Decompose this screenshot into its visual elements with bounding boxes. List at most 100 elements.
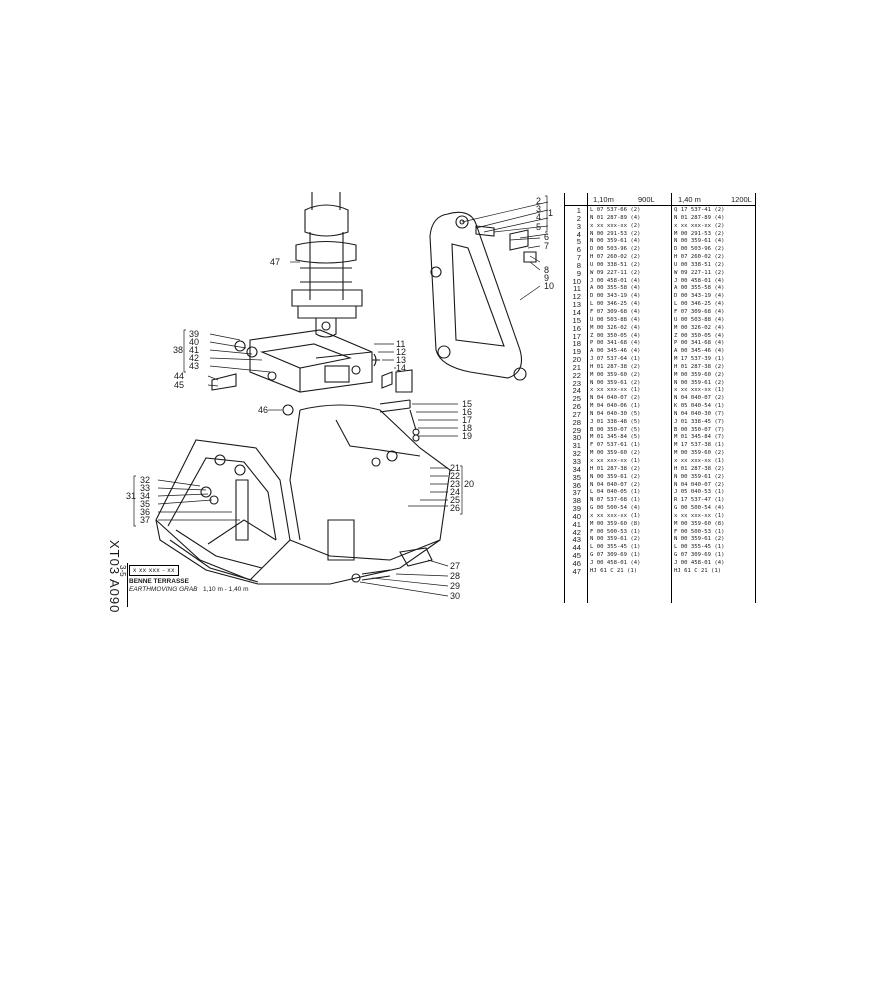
- title-block: 3-5 x xx xxx - xx BENNE TERRASSE EARTHMO…: [115, 563, 265, 607]
- part-ref-1m10: D 00 503-96 (2): [590, 246, 641, 253]
- callout-21: 21: [450, 463, 460, 473]
- callout-39: 39: [189, 329, 199, 339]
- cross-head-drawing: [211, 329, 413, 393]
- part-ref-1m10: G 00 500-54 (4): [590, 505, 641, 512]
- item-number: 33: [572, 457, 581, 466]
- part-ref-1m40: J 05 040-53 (1): [674, 489, 725, 496]
- part-ref-1m10: B 00 350-07 (5): [590, 426, 641, 433]
- part-ref-1m40: x xx xxx-xx (1): [674, 387, 725, 394]
- callout-25: 25: [450, 495, 460, 505]
- bracket-31: [133, 475, 136, 527]
- part-ref-1m10: N 00 359-61 (2): [590, 536, 641, 543]
- part-ref-1m40: M 00 291-53 (2): [674, 230, 725, 237]
- part-ref-1m40: L 00 346-25 (4): [674, 301, 725, 308]
- part-ref-1m40: D 00 343-19 (4): [674, 293, 725, 300]
- part-ref-1m10: L 00 355-45 (1): [590, 544, 641, 551]
- item-number: 42: [572, 527, 581, 537]
- part-ref-1m40: N 00 359-61 (4): [674, 238, 725, 245]
- callout-17: 17: [462, 415, 472, 425]
- part-ref-1m40: N 00 359-61 (2): [674, 473, 725, 480]
- part-ref-1m10: N 07 537-68 (1): [590, 497, 641, 504]
- part-ref-1m40: K 05 040-54 (1): [674, 403, 725, 410]
- item-number: 15: [572, 315, 581, 325]
- callout-4: 4: [536, 212, 541, 222]
- item-number: 28: [572, 417, 581, 427]
- item-number: 39: [572, 504, 581, 514]
- swing-arm-drawing: [429, 211, 537, 381]
- callout-8: 8: [544, 265, 549, 275]
- callout-14: 14: [396, 363, 406, 373]
- callout-31: 31: [126, 491, 136, 501]
- part-ref-1m10: H 01 287-38 (2): [590, 465, 641, 472]
- part-ref-1m10: Z 00 350-05 (4): [590, 332, 641, 339]
- part-ref-1m40: J 00 458-01 (4): [674, 559, 725, 566]
- bracket-1: [545, 195, 548, 233]
- item-number: 41: [572, 519, 581, 529]
- parts-column-2: Q 17 537-41 (2) N 01 287-89 (4) x xx xxx…: [674, 207, 725, 576]
- part-ref-1m40: HJ 61 C 21 (1): [674, 567, 722, 574]
- part-ref-1m40: N 04 040-07 (2): [674, 395, 725, 402]
- part-ref-1m10: L 00 346-25 (4): [590, 301, 641, 308]
- part-ref-1m40: R 17 537-47 (1): [674, 497, 725, 504]
- part-ref-1m10: M 00 359-60 (8): [590, 520, 641, 527]
- part-ref-1m10: L 07 537-66 (2): [590, 207, 641, 213]
- part-ref-1m40: M 17 537-39 (1): [674, 356, 725, 363]
- part-ref-1m10: HJ 61 C 21 (1): [590, 567, 638, 574]
- version-mark: 3-5: [115, 563, 128, 607]
- part-ref-1m40: L 00 355-45 (1): [674, 544, 725, 551]
- part-ref-1m40: N 04 040-07 (2): [674, 481, 725, 488]
- part-ref-1m40: N 00 359-61 (2): [674, 536, 725, 543]
- callout-46: 46: [258, 405, 268, 415]
- item-number: 19: [572, 347, 581, 357]
- callout-45: 45: [174, 380, 184, 390]
- part-ref-1m10: H 07 260-02 (2): [590, 254, 641, 261]
- part-ref-1m10: N 00 359-61 (2): [590, 473, 641, 480]
- item-number: 46: [572, 558, 581, 568]
- part-ref-1m10: U 00 338-51 (2): [590, 261, 641, 268]
- part-ref-1m10: G 07 309-69 (1): [590, 552, 641, 559]
- table-divider-1: [587, 193, 588, 603]
- part-ref-1m10: M 04 040-06 (1): [590, 403, 641, 410]
- callout-34: 34: [140, 491, 150, 501]
- part-ref-1m40: A 00 345-46 (4): [674, 348, 725, 355]
- callout-44: 44: [174, 371, 184, 381]
- part-ref-1m40: G 00 500-54 (4): [674, 505, 725, 512]
- parts-column-1: L 07 537-66 (2) N 01 287-89 (4) x xx xxx…: [590, 207, 641, 576]
- item-number: 1: [576, 206, 581, 215]
- part-ref-1m10: J 07 537-64 (1): [590, 356, 641, 363]
- item-number: 22: [572, 370, 581, 380]
- bracket-38: [183, 329, 186, 373]
- item-number: 12: [572, 292, 581, 302]
- part-ref-1m40: H 01 287-38 (2): [674, 363, 725, 370]
- part-ref-1m40: N 00 359-61 (2): [674, 379, 725, 386]
- table-divider-3: [755, 193, 756, 603]
- callout-18: 18: [462, 423, 472, 433]
- part-ref-1m10: F 00 500-53 (1): [590, 528, 641, 535]
- part-ref-1m10: N 04 040-30 (5): [590, 410, 641, 417]
- callout-38: 38: [173, 345, 183, 355]
- part-ref-1m40: U 00 338-51 (2): [674, 261, 725, 268]
- callout-20: 20: [464, 479, 474, 489]
- item-number: 9: [576, 268, 581, 278]
- part-ref-1m10: M 00 359-60 (2): [590, 450, 641, 457]
- part-ref-1m40: H 01 287-38 (2): [674, 465, 725, 472]
- item-number: 30: [572, 433, 581, 443]
- part-ref-1m10: x xx xxx-xx (1): [590, 387, 641, 394]
- item-number: 34: [572, 464, 581, 474]
- item-number: 10: [572, 276, 581, 286]
- linkage-pins-drawing: [282, 399, 420, 442]
- item-number: 2: [576, 213, 581, 223]
- part-ref-1m10: J 01 338-48 (5): [590, 418, 641, 425]
- item-number: 29: [572, 425, 581, 435]
- part-ref-1m40: M 00 359-60 (2): [674, 450, 725, 457]
- item-number: 32: [572, 449, 581, 459]
- callout-16: 16: [462, 407, 472, 417]
- item-number: 13: [572, 300, 581, 310]
- part-ref-1m10: H 01 287-38 (2): [590, 363, 641, 370]
- callout-1: 1: [548, 208, 553, 218]
- callout-33: 33: [140, 483, 150, 493]
- part-ref-1m40: M 17 537-38 (1): [674, 442, 725, 449]
- callout-15: 15: [462, 399, 472, 409]
- callout-36: 36: [140, 507, 150, 517]
